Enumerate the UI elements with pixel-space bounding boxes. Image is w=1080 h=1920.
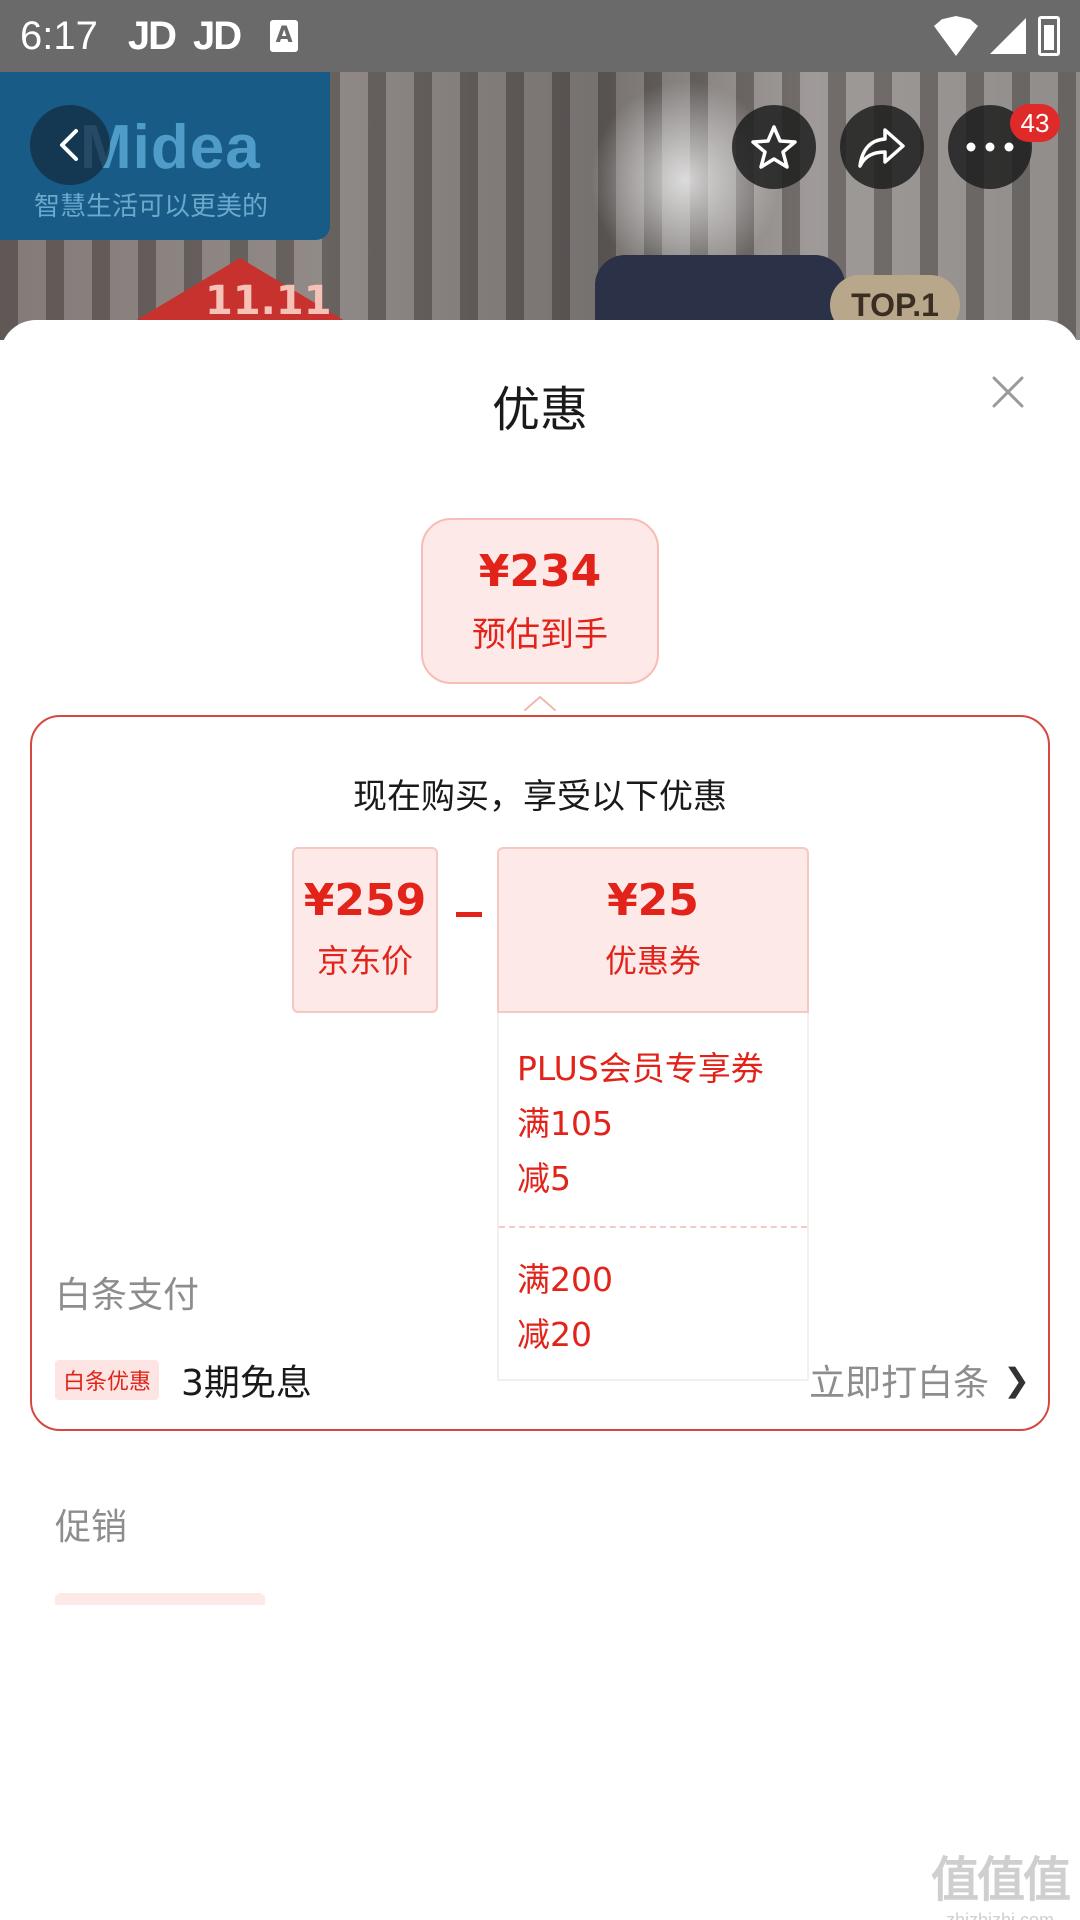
baitiao-tag: 白条优惠: [55, 1360, 160, 1400]
promo-breakdown-frame: 现在购买，享受以下优惠 ¥259 京东价 ¥25 优惠券 PLUS会员专享券 满…: [30, 715, 1050, 1431]
estimated-price-box: ¥234 预估到手: [421, 518, 659, 684]
jd-price: ¥259: [303, 875, 427, 926]
more-icon: [966, 142, 1014, 152]
status-bar: 6:17 JD JD A: [0, 0, 1080, 72]
coupon-label: 优惠券: [604, 942, 701, 980]
favorite-button[interactable]: [732, 105, 816, 189]
share-button[interactable]: [840, 105, 924, 189]
coupon-line: PLUS会员专享券: [517, 1049, 764, 1088]
brand-logo: Midea: [80, 113, 261, 182]
baitiao-row[interactable]: 白条优惠 3期免息 立即打白条 ❯: [55, 1350, 1030, 1410]
coupon-list: PLUS会员专享券 满105 减5 满200 减20: [497, 1013, 809, 1381]
watermark: 值值值 zhizhizhi.com: [930, 1840, 1071, 1920]
battery-icon: [1038, 16, 1060, 56]
accessibility-icon: A: [270, 20, 299, 52]
close-button[interactable]: [988, 372, 1028, 412]
sale-tag-text: 11.11: [205, 278, 332, 324]
share-icon: [858, 128, 905, 168]
coupon-item: PLUS会员专享券 满105 减5: [499, 1013, 807, 1226]
baitiao-section-title: 白条支付: [55, 1275, 200, 1316]
status-app-jd-1: JD: [127, 13, 177, 58]
wifi-icon: [934, 16, 978, 56]
baitiao-link-label: 立即打白条: [809, 1363, 990, 1404]
coupon-line: 减5: [517, 1159, 571, 1198]
star-icon: [751, 125, 797, 169]
watermark-logo: 值值值: [930, 1852, 1071, 1908]
promotion-section-title: 促销: [55, 1507, 128, 1548]
sheet-title: 优惠: [491, 382, 588, 438]
estimated-price-label: 预估到手: [472, 615, 608, 655]
jd-price-label: 京东价: [316, 942, 413, 980]
baitiao-link[interactable]: 立即打白条 ❯: [809, 1354, 1030, 1406]
coupon-line: 满105: [517, 1104, 613, 1143]
estimated-price: ¥234: [478, 546, 602, 597]
more-button[interactable]: [948, 105, 1032, 189]
back-button[interactable]: [30, 105, 110, 185]
coupon-amount: ¥25: [607, 875, 699, 926]
chevron-right-icon: ❯: [1003, 1361, 1030, 1399]
coupon-item: 满200 减20: [499, 1226, 807, 1382]
coupon-line: 减20: [517, 1315, 592, 1354]
message-count-badge: 43: [1010, 104, 1060, 142]
status-indicators: [934, 16, 1060, 56]
back-icon: [60, 129, 78, 161]
jd-price-card: ¥259 京东价: [292, 847, 438, 1013]
promotion-item-stub: [55, 1593, 265, 1605]
close-icon: [992, 376, 1024, 408]
promo-heading: 现在购买，享受以下优惠: [353, 777, 727, 817]
coupon-line: 满200: [517, 1260, 613, 1299]
discount-sheet: 优惠 ¥234 预估到手 现在购买，享受以下优惠 ¥259 京东价 ¥25 优惠…: [0, 320, 1080, 1920]
status-time: 6:17: [20, 13, 98, 58]
coupon-card: ¥25 优惠券: [497, 847, 809, 1013]
brand-slogan: 智慧生活可以更美的: [34, 192, 269, 222]
pointer-arrow: [524, 695, 556, 711]
baitiao-offer-text: 3期免息: [181, 1363, 312, 1404]
minus-sign: [456, 912, 482, 917]
watermark-url: zhizhizhi.com: [945, 1910, 1055, 1920]
signal-icon: [990, 18, 1026, 54]
status-app-jd-2: JD: [193, 13, 242, 58]
